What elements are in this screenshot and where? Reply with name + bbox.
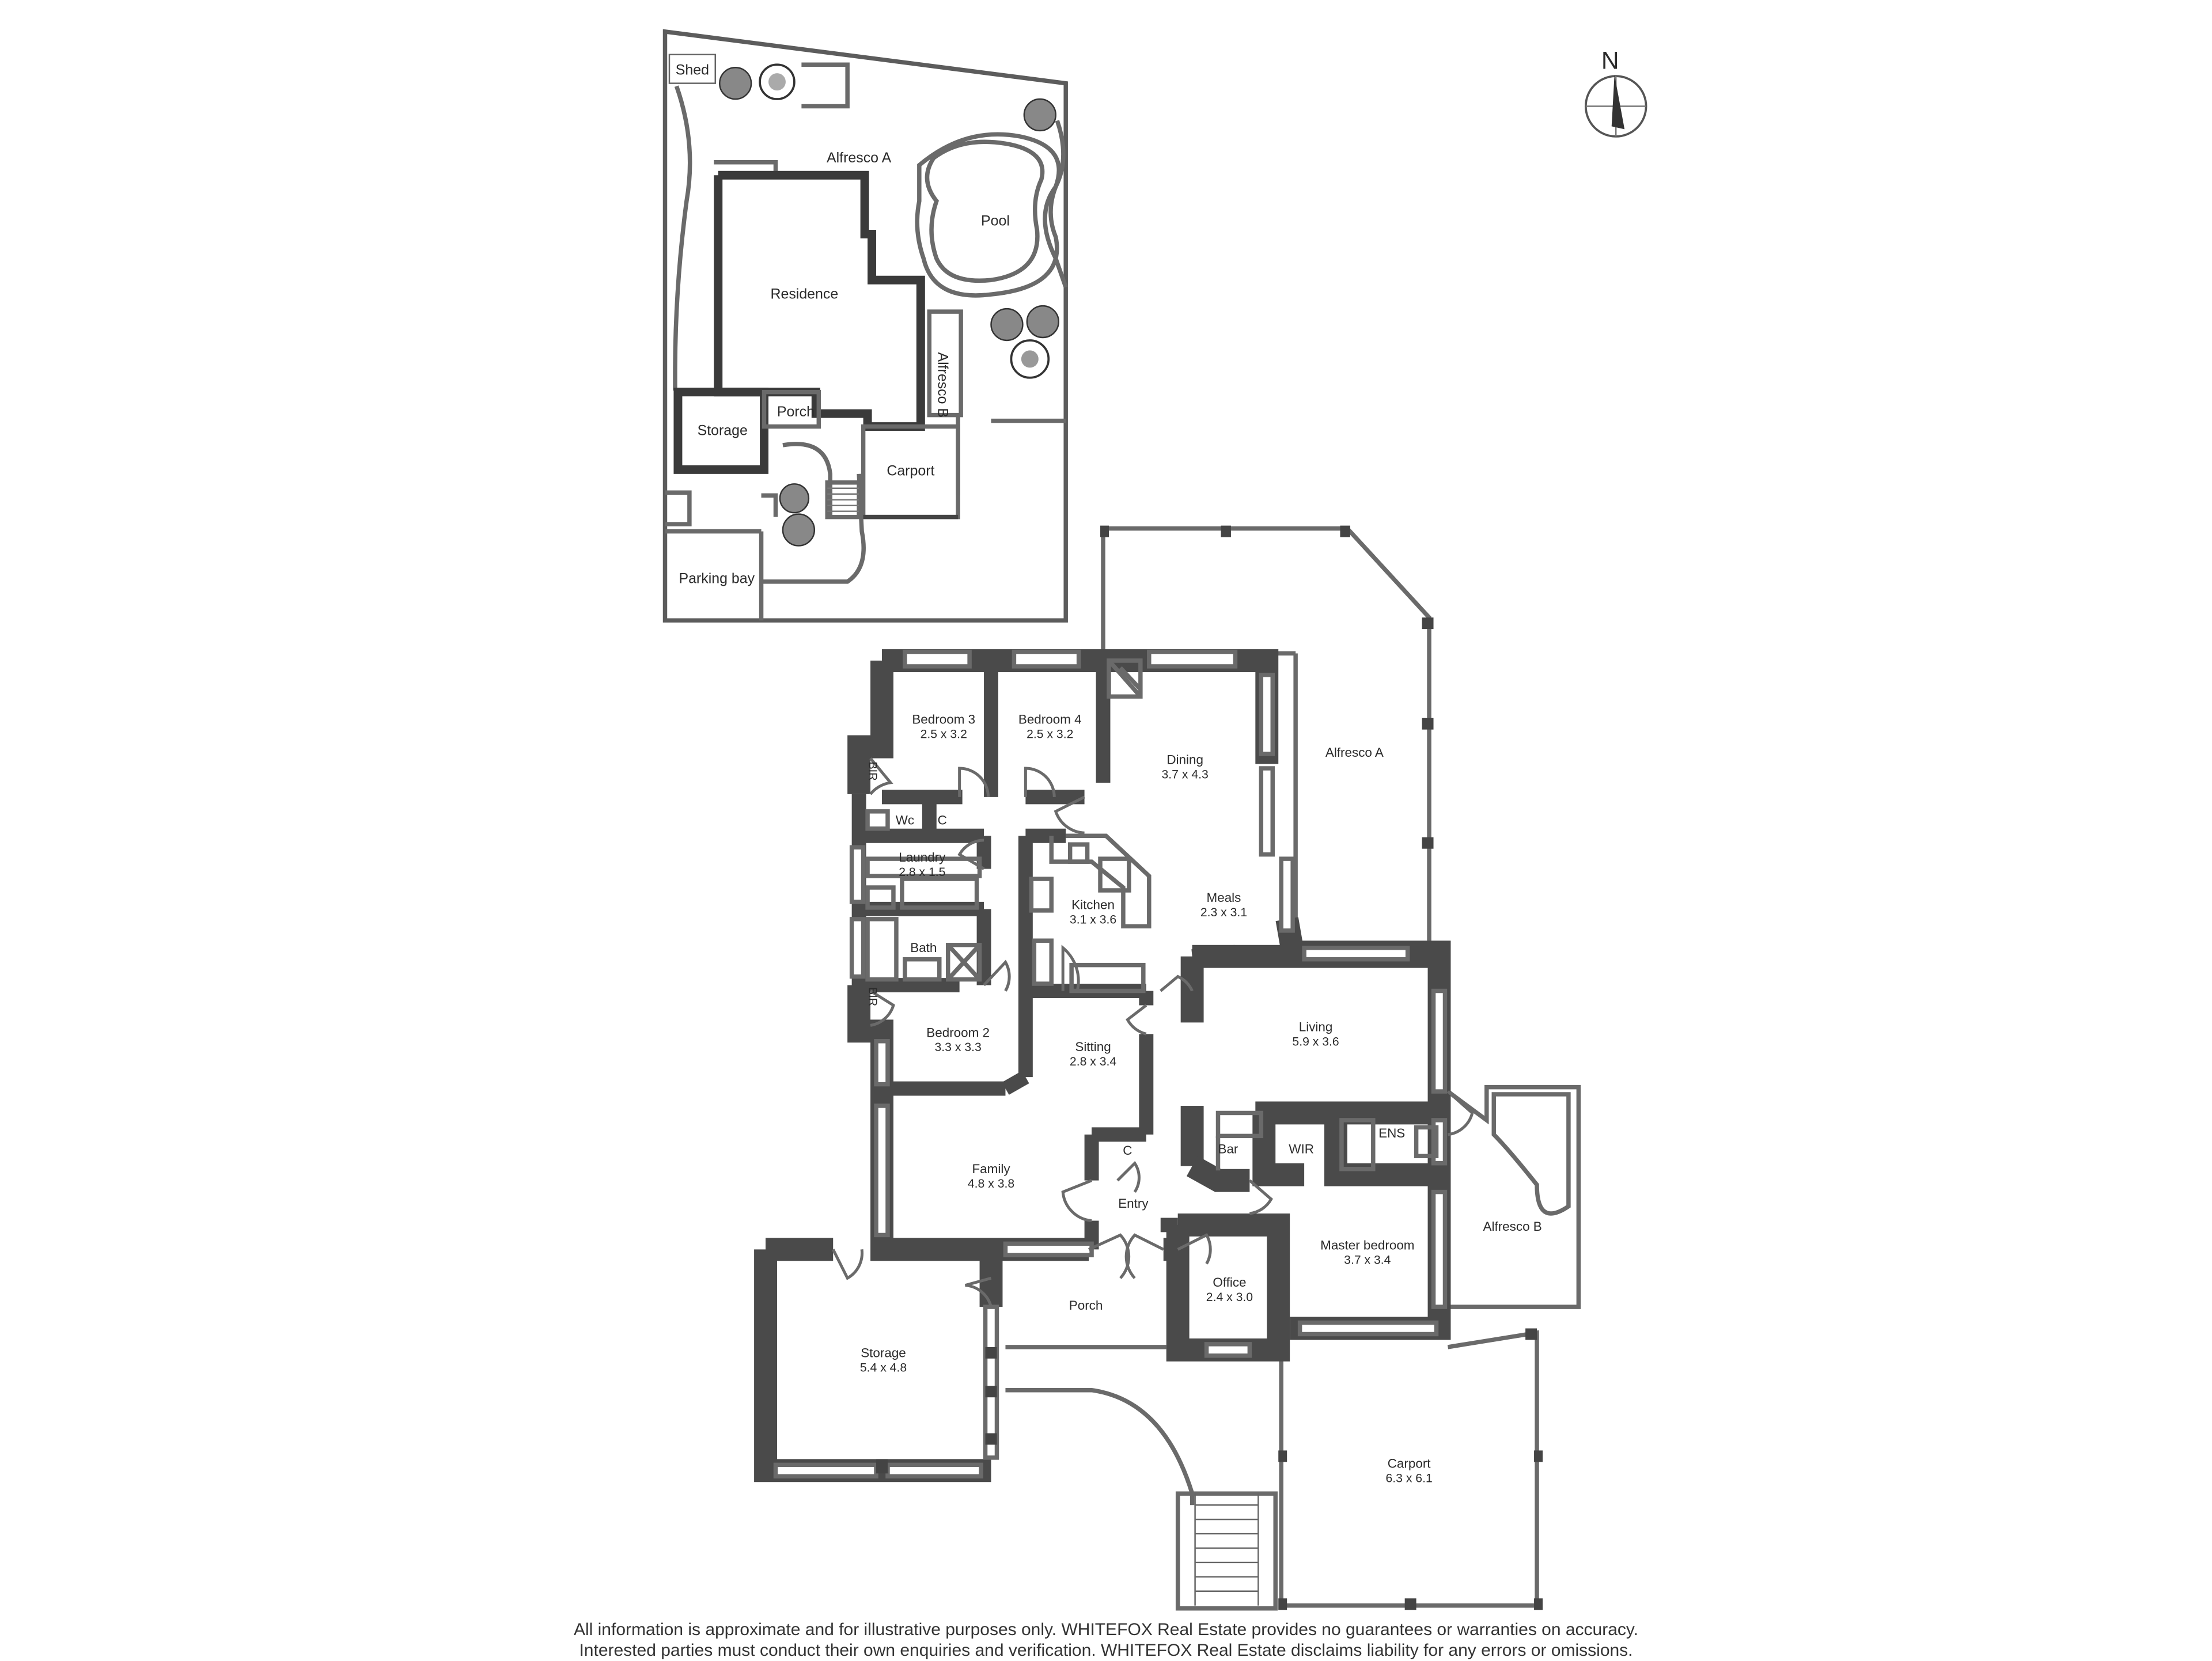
room-name-porch: Porch	[1069, 1298, 1103, 1313]
room-name-family: Family	[972, 1162, 1010, 1176]
room-dims-storage: 5.4 x 4.8	[860, 1361, 907, 1374]
main-floor-plan: Bedroom 3 2.5 x 3.2 Bedroom 4 2.5 x 3.2 …	[754, 525, 1581, 1611]
site-label-pool: Pool	[981, 213, 1010, 229]
room-name-bedroom2: Bedroom 2	[926, 1025, 990, 1040]
room-dims-laundry: 2.8 x 1.5	[899, 866, 945, 879]
room-name-office: Office	[1213, 1275, 1246, 1290]
room-dims-living: 5.9 x 3.6	[1292, 1035, 1339, 1048]
room-name-alfresco-b: Alfresco B	[1483, 1219, 1542, 1234]
room-name-bir-bottom: BIR	[866, 987, 879, 1006]
site-label-carport: Carport	[887, 462, 934, 479]
door-swings	[832, 757, 1474, 1307]
room-name-storage: Storage	[861, 1345, 906, 1360]
room-name-bar: Bar	[1218, 1142, 1238, 1156]
room-name-living: Living	[1299, 1019, 1333, 1034]
room-dims-bedroom2: 3.3 x 3.3	[935, 1041, 982, 1054]
room-dims-carport: 6.3 x 6.1	[1385, 1472, 1432, 1485]
room-dims-dining: 3.7 x 4.3	[1162, 768, 1209, 781]
site-label-alfresco-a: Alfresco A	[827, 150, 892, 166]
room-dims-bedroom4: 2.5 x 3.2	[1027, 728, 1073, 741]
site-storage	[673, 388, 769, 474]
room-name-c-mid: C	[1123, 1143, 1132, 1158]
room-name-laundry: Laundry	[899, 850, 946, 864]
room-name-bedroom4: Bedroom 4	[1018, 712, 1082, 727]
room-name-carport: Carport	[1388, 1456, 1431, 1470]
site-label-alfresco-b: Alfresco B	[934, 352, 950, 418]
disclaimer: All information is approximate and for i…	[0, 1620, 2212, 1661]
room-name-wir: WIR	[1289, 1142, 1314, 1156]
pool-outline	[925, 139, 1045, 283]
site-boundary	[662, 29, 1068, 623]
room-dims-kitchen: 3.1 x 3.6	[1070, 913, 1116, 926]
room-name-entry: Entry	[1118, 1196, 1149, 1211]
compass-label: N	[1601, 47, 1619, 74]
wet-area-fixtures	[865, 658, 1439, 1171]
room-name-alfresco-a: Alfresco A	[1325, 745, 1384, 760]
room-dims-meals: 2.3 x 3.1	[1200, 906, 1247, 919]
room-name-ens: ENS	[1378, 1126, 1405, 1140]
compass-needle-icon	[1611, 74, 1625, 130]
compass: N	[1584, 47, 1647, 138]
room-dims-family: 4.8 x 3.8	[968, 1177, 1014, 1190]
room-name-dining: Dining	[1166, 753, 1203, 767]
room-name-wc: Wc	[896, 813, 914, 827]
room-name-c-top: C	[938, 813, 947, 827]
room-name-bir-top: BIR	[866, 761, 879, 780]
room-name-master: Master bedroom	[1320, 1238, 1414, 1252]
site-label-shed: Shed	[676, 62, 709, 78]
disclaimer-line-2: Interested parties must conduct their ow…	[579, 1641, 1633, 1660]
room-labels: Bedroom 3 2.5 x 3.2 Bedroom 4 2.5 x 3.2 …	[860, 712, 1542, 1485]
kitchen-fixtures	[1029, 833, 1152, 993]
site-label-parking-bay: Parking bay	[679, 570, 755, 586]
site-plan: Shed Alfresco A Pool Residence Alfresco …	[662, 29, 1068, 623]
room-name-kitchen: Kitchen	[1071, 897, 1115, 912]
room-dims-sitting: 2.8 x 3.4	[1070, 1055, 1116, 1068]
site-label-porch: Porch	[777, 404, 815, 420]
site-label-storage: Storage	[698, 423, 748, 439]
room-name-sitting: Sitting	[1075, 1040, 1111, 1054]
site-label-residence: Residence	[770, 286, 838, 302]
alfresco-b-outline	[1446, 1084, 1581, 1309]
room-name-bedroom3: Bedroom 3	[912, 712, 975, 727]
room-dims-bedroom3: 2.5 x 3.2	[921, 728, 967, 741]
room-name-bath: Bath	[910, 941, 937, 955]
room-name-meals: Meals	[1207, 890, 1241, 905]
room-dims-office: 2.4 x 3.0	[1206, 1291, 1253, 1304]
tree-icon	[719, 63, 1059, 547]
room-dims-master: 3.7 x 3.4	[1344, 1253, 1391, 1266]
disclaimer-line-1: All information is approximate and for i…	[573, 1620, 1639, 1639]
